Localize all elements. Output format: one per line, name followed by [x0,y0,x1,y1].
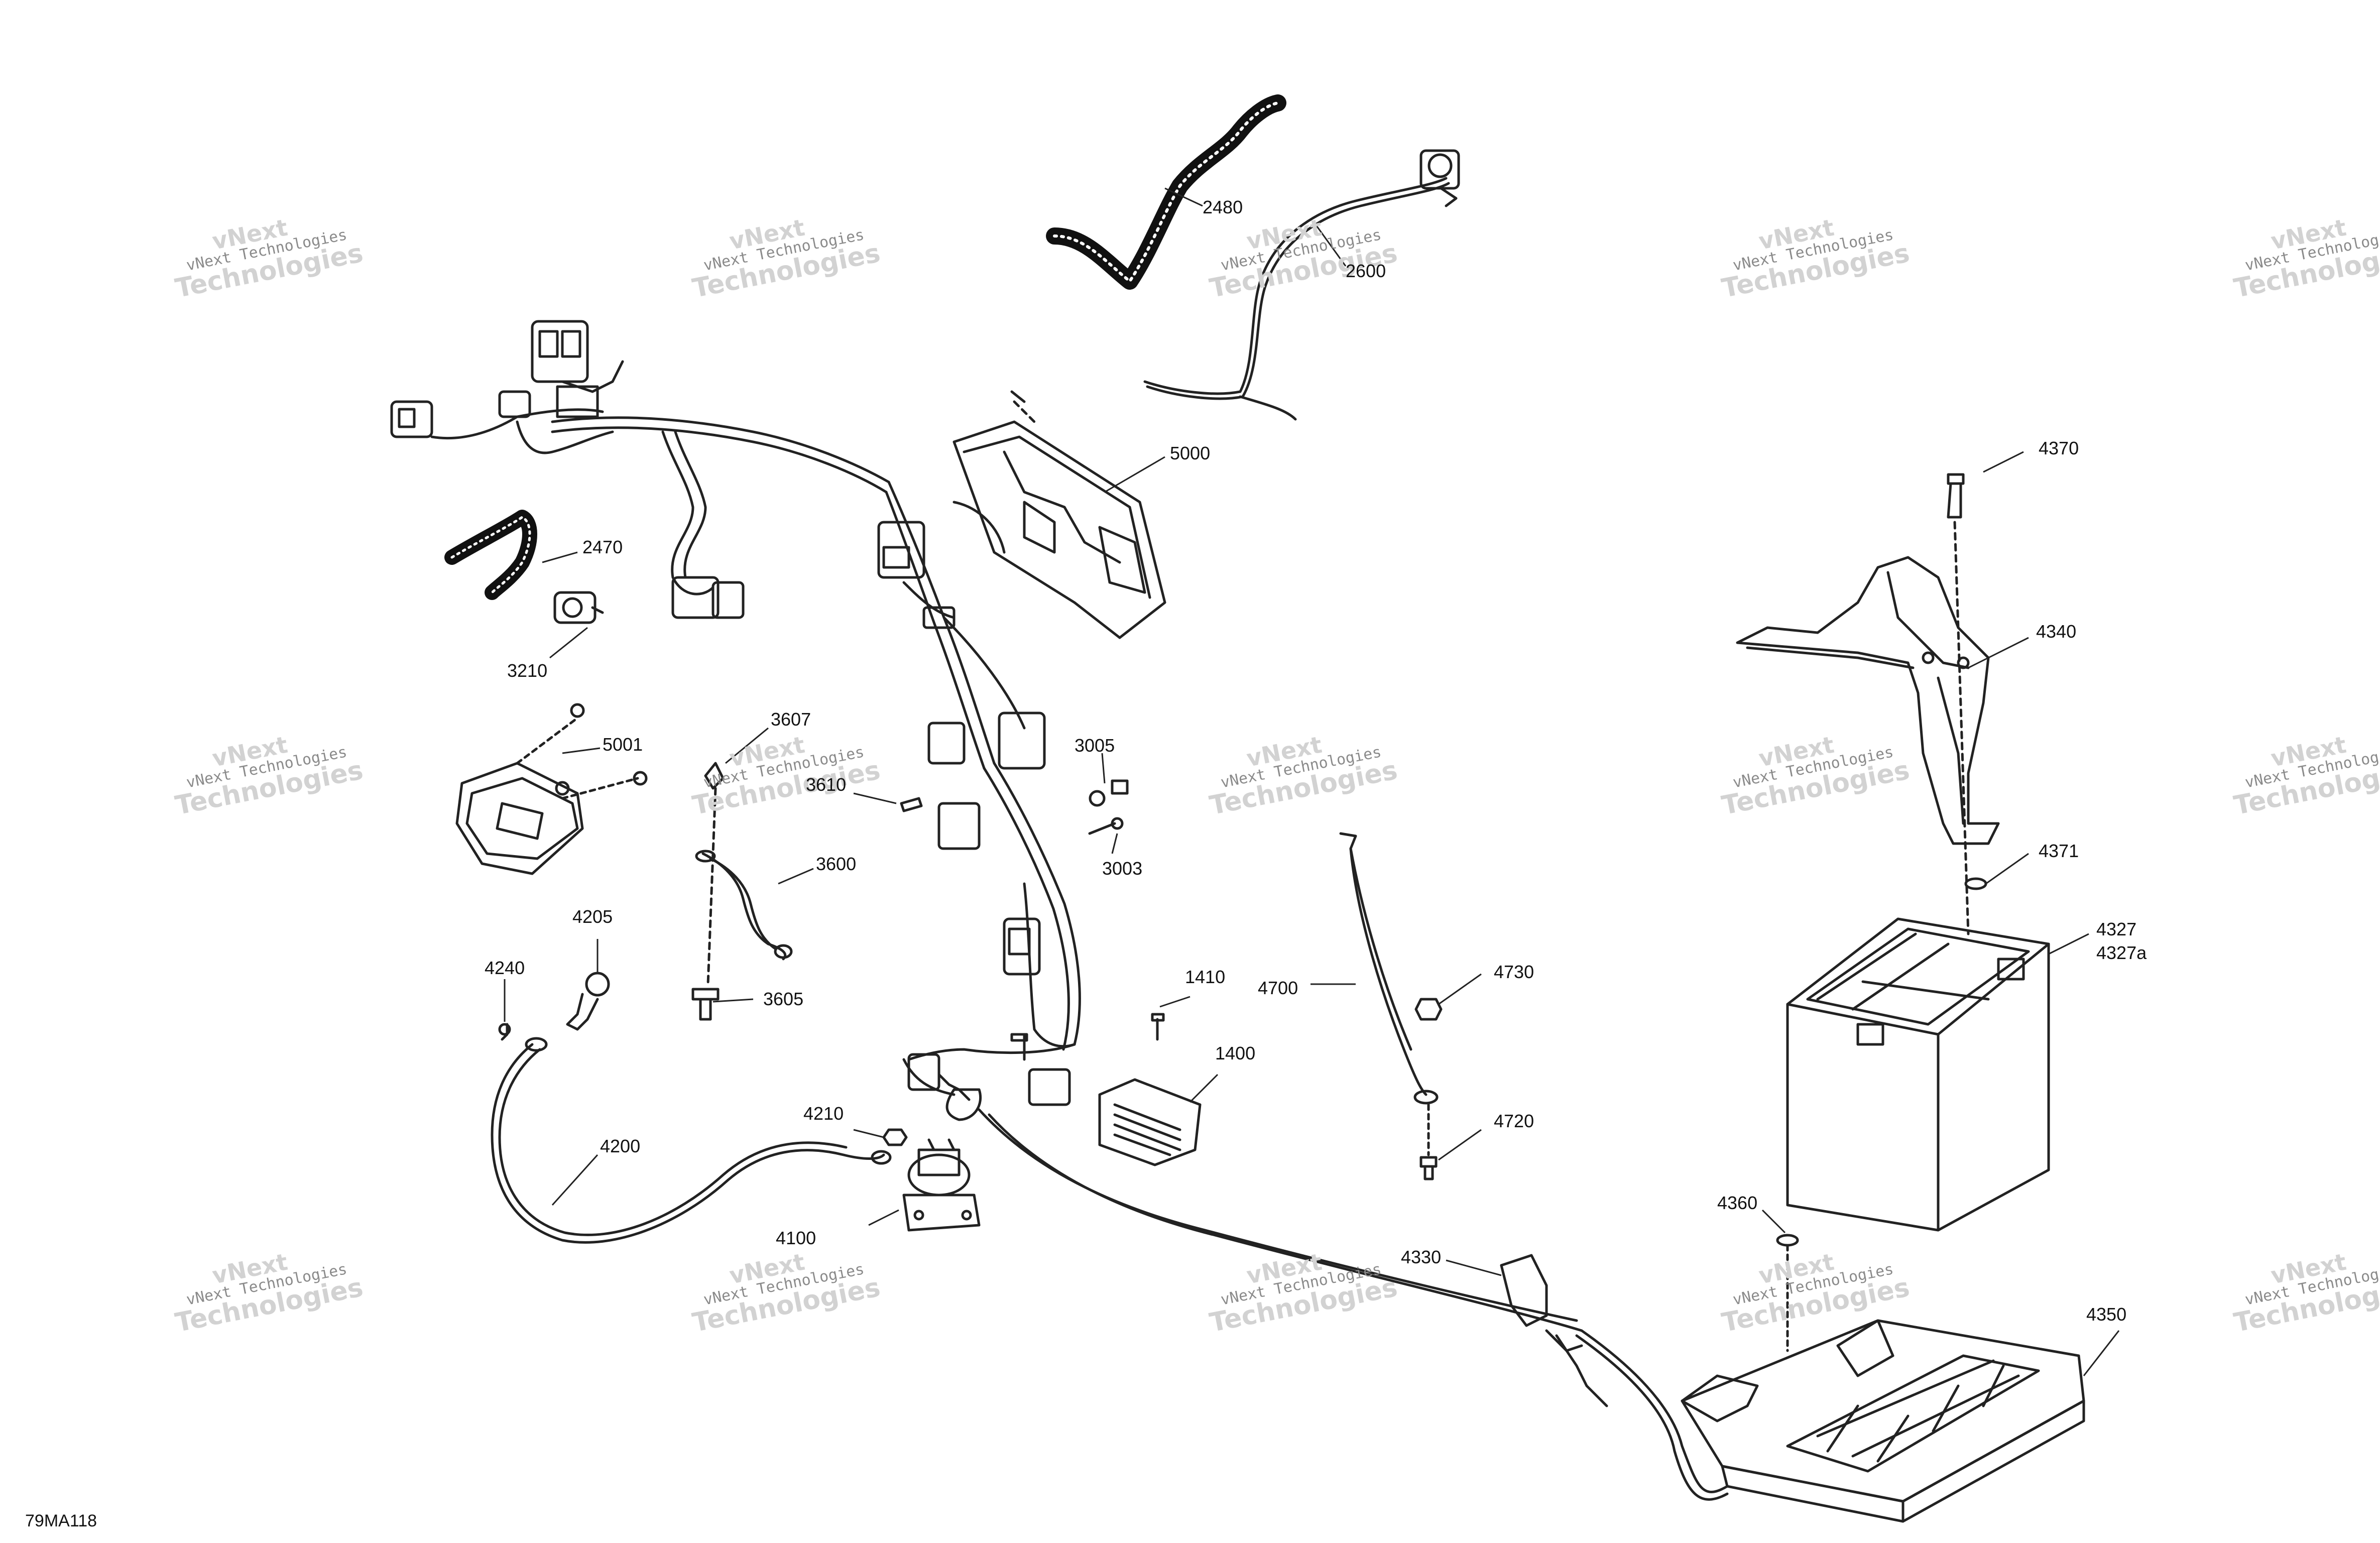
part-label-3610: 3610 [806,774,847,795]
part-label-5000: 5000 [1170,443,1211,463]
part-label-3005: 3005 [1075,735,1115,756]
part-label-4730: 4730 [1494,962,1534,982]
bracket-4340 [1736,473,2000,935]
battery-tray-4350 [1681,1319,2085,1523]
conduit-2470 [444,510,537,600]
diagram-reference-code: 79MA118 [25,1511,97,1530]
part-label-4370: 4370 [2039,438,2079,458]
screw-4360 [1776,1234,1799,1352]
part-label-5001: 5001 [603,734,643,755]
connector-cluster-middle [671,521,1071,1121]
part-label-3600: 3600 [816,854,857,874]
boot-4330 [1500,1254,1608,1407]
part-label-2600: 2600 [1346,261,1386,281]
ground-cable-lower [1575,1329,1729,1501]
part-label-3210: 3210 [507,660,548,681]
solenoid-4100 [902,1138,981,1232]
part-label-4350: 4350 [2086,1304,2127,1325]
cable-4200 [491,1037,892,1244]
rectifier-1400 [1098,1078,1202,1166]
part-label-4340: 4340 [2036,621,2077,642]
part-label-4240: 4240 [485,958,525,978]
connector-cluster-top [390,320,624,438]
washer-4371 [1964,877,1987,890]
part-label-2470: 2470 [582,537,623,557]
nut-4210 [882,1128,908,1146]
part-label-3607: 3607 [771,709,811,730]
ecu-5000 [953,390,1166,639]
part-label-4327: 4327 [2096,919,2137,939]
part-label-2480: 2480 [1203,197,1243,217]
part-label-3605: 3605 [763,989,804,1009]
part-label-4371: 4371 [2039,841,2079,861]
cable-4700 [1339,832,1443,1180]
main-wiring-harness [430,408,1583,1332]
sensor-3210 [553,591,604,624]
part-label-4327a: 4327a [2096,942,2147,963]
leader-lines [504,187,2120,1376]
part-label-4700: 4700 [1258,978,1298,998]
part-label-1400: 1400 [1215,1043,1256,1063]
part-label-4210: 4210 [803,1103,844,1124]
part-label-4330: 4330 [1401,1247,1442,1267]
terminal-4205 [498,972,610,1041]
conduit-2480 [1046,94,1286,290]
battery-4327 [1786,917,2050,1232]
fasteners [900,779,1165,1061]
part-label-4360: 4360 [1717,1193,1758,1213]
part-label-4100: 4100 [776,1228,816,1248]
wire-2600 [1143,149,1460,421]
part-label-4205: 4205 [572,906,613,927]
part-label-4200: 4200 [600,1136,641,1156]
part-label-1410: 1410 [1185,967,1226,987]
module-5001 [455,703,648,875]
ground-cable-3600 [691,762,793,1021]
part-label-4720: 4720 [1494,1111,1534,1131]
part-label-3003: 3003 [1102,858,1143,879]
